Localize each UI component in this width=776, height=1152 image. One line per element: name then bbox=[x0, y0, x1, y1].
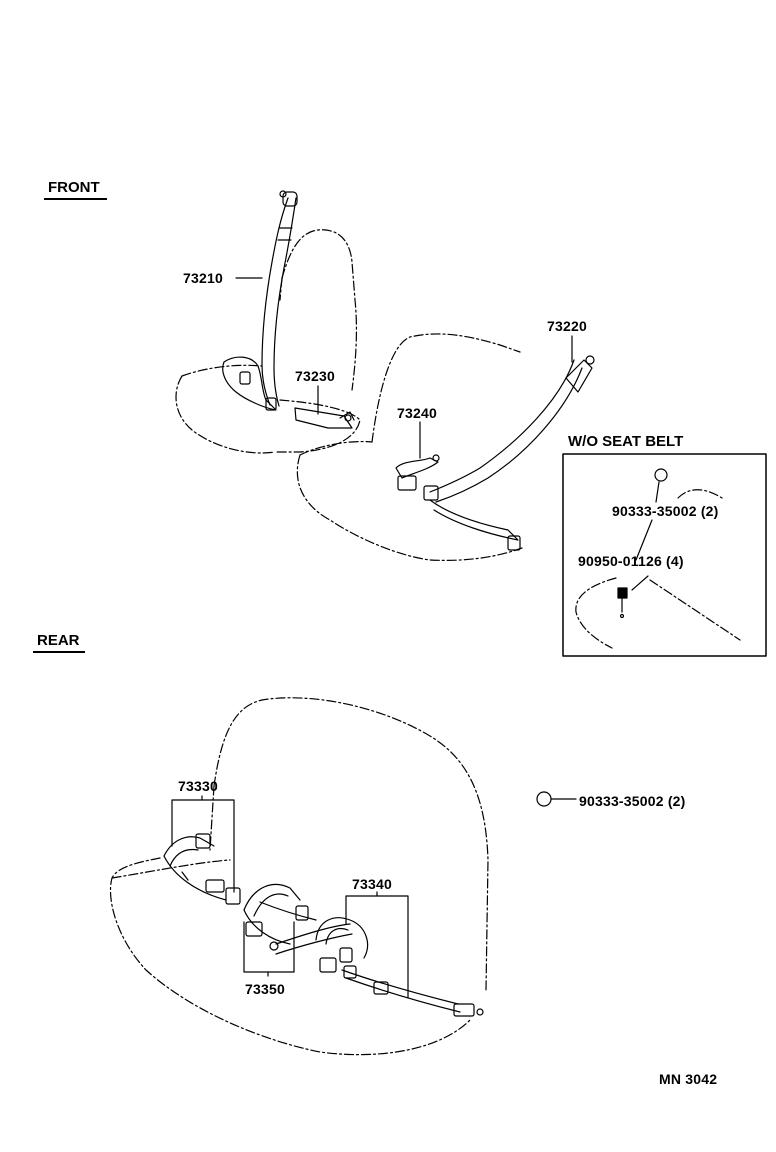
bracket-73330 bbox=[171, 795, 235, 893]
leader-bolt-inset-a bbox=[635, 519, 653, 561]
belt-73210 bbox=[222, 190, 298, 411]
rear-bench-seat bbox=[109, 697, 489, 1056]
part-label-73240: 73240 bbox=[397, 405, 437, 421]
buckle-73240 bbox=[395, 454, 440, 491]
section-rear-underline bbox=[33, 651, 85, 653]
rear-belt-73330 bbox=[163, 833, 241, 905]
bolt-icon bbox=[617, 587, 628, 619]
front-bench-seat bbox=[296, 333, 523, 561]
inset-title: W/O SEAT BELT bbox=[568, 433, 684, 450]
inset-frame bbox=[562, 453, 767, 657]
section-rear-title: REAR bbox=[37, 632, 80, 649]
part-label-73220: 73220 bbox=[547, 318, 587, 334]
section-front-title: FRONT bbox=[48, 179, 100, 196]
leader-plug-inset bbox=[655, 481, 660, 503]
part-label-73350: 73350 bbox=[245, 981, 285, 997]
front-driver-seat bbox=[175, 229, 361, 454]
rear-plug-icon bbox=[536, 791, 552, 807]
part-label-plug-rear: 90333-35002 (2) bbox=[579, 793, 686, 809]
inset-seat-outline bbox=[575, 489, 741, 649]
part-label-bolt-inset: 90950-01126 (4) bbox=[578, 553, 684, 569]
plug-icon bbox=[654, 468, 668, 482]
bracket-73340 bbox=[345, 891, 409, 999]
part-label-plug-inset: 90333-35002 (2) bbox=[612, 503, 719, 519]
buckle-73230 bbox=[294, 407, 355, 429]
part-label-73210: 73210 bbox=[183, 270, 223, 286]
part-label-73330: 73330 bbox=[178, 778, 218, 794]
rear-belt-73350 bbox=[243, 883, 317, 951]
section-front-underline bbox=[44, 198, 107, 200]
bracket-73350 bbox=[243, 921, 295, 977]
part-label-73230: 73230 bbox=[295, 368, 335, 384]
drawing-code: MN 3042 bbox=[659, 1071, 718, 1087]
leader-bolt-inset-b bbox=[631, 575, 649, 591]
belt-73220 bbox=[423, 355, 595, 551]
part-label-73340: 73340 bbox=[352, 876, 392, 892]
rear-belt-73340 bbox=[275, 917, 484, 1017]
